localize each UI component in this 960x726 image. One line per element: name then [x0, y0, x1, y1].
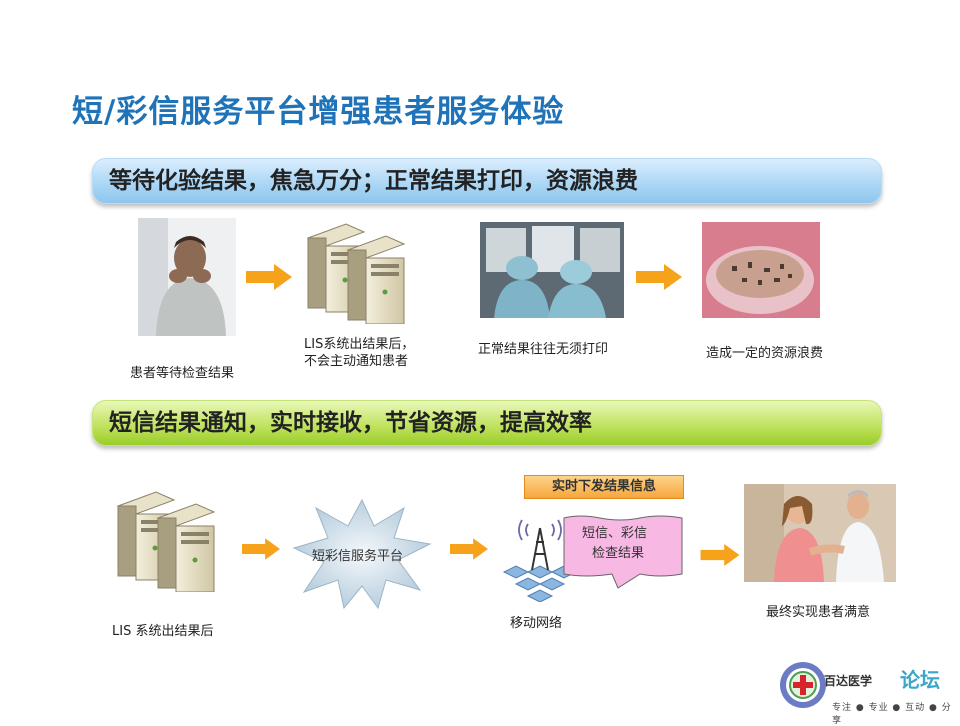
logo-accent: 论坛 [900, 668, 940, 692]
doctors-caption: 正常结果往往无须打印 [478, 342, 609, 357]
callout-line1: 短信、彩信 [582, 526, 648, 541]
arrow-right-icon [700, 544, 740, 566]
doctors-xray-photo [480, 222, 624, 318]
lis-caption-line2: 不会主动通知患者 [304, 354, 409, 369]
platform-starburst [290, 498, 434, 610]
page-title: 短/彩信服务平台增强患者服务体验 [72, 94, 565, 130]
satisfied-caption: 最终实现患者满意 [766, 605, 871, 620]
patient-caption: 患者等待检查结果 [130, 366, 235, 381]
arrow-right-icon [636, 264, 682, 290]
network-caption: 移动网络 [510, 616, 563, 631]
solution-banner: 短信结果通知，实时接收，节省资源，提高效率 [92, 400, 882, 446]
waste-caption: 造成一定的资源浪费 [706, 346, 824, 361]
push-badge: 实时下发结果信息 [524, 475, 684, 499]
waiting-patient-photo [138, 218, 236, 336]
problem-banner: 等待化验结果，焦急万分；正常结果打印，资源浪费 [92, 158, 882, 204]
forum-logo-icon [778, 660, 828, 710]
paper-waste-photo [702, 222, 820, 318]
result-callout [560, 512, 686, 592]
mobile-network-icon [494, 514, 584, 603]
arrow-right-icon [242, 538, 280, 560]
satisfied-patient-photo [744, 484, 896, 582]
callout-line2: 检查结果 [592, 546, 645, 561]
lis-server-icon [302, 222, 412, 325]
lis-result-caption: LIS 系统出结果后 [112, 624, 214, 639]
logo-name: 百达医学 [824, 674, 873, 688]
arrow-right-icon [450, 538, 488, 560]
arrow-right-icon [246, 264, 292, 290]
lis-server-icon [112, 490, 222, 593]
platform-label: 短彩信服务平台 [312, 549, 404, 564]
lis-caption-line1: LIS系统出结果后， [304, 337, 415, 352]
logo-tags: 专注 ● 专业 ● 互动 ● 分享 [832, 703, 952, 726]
